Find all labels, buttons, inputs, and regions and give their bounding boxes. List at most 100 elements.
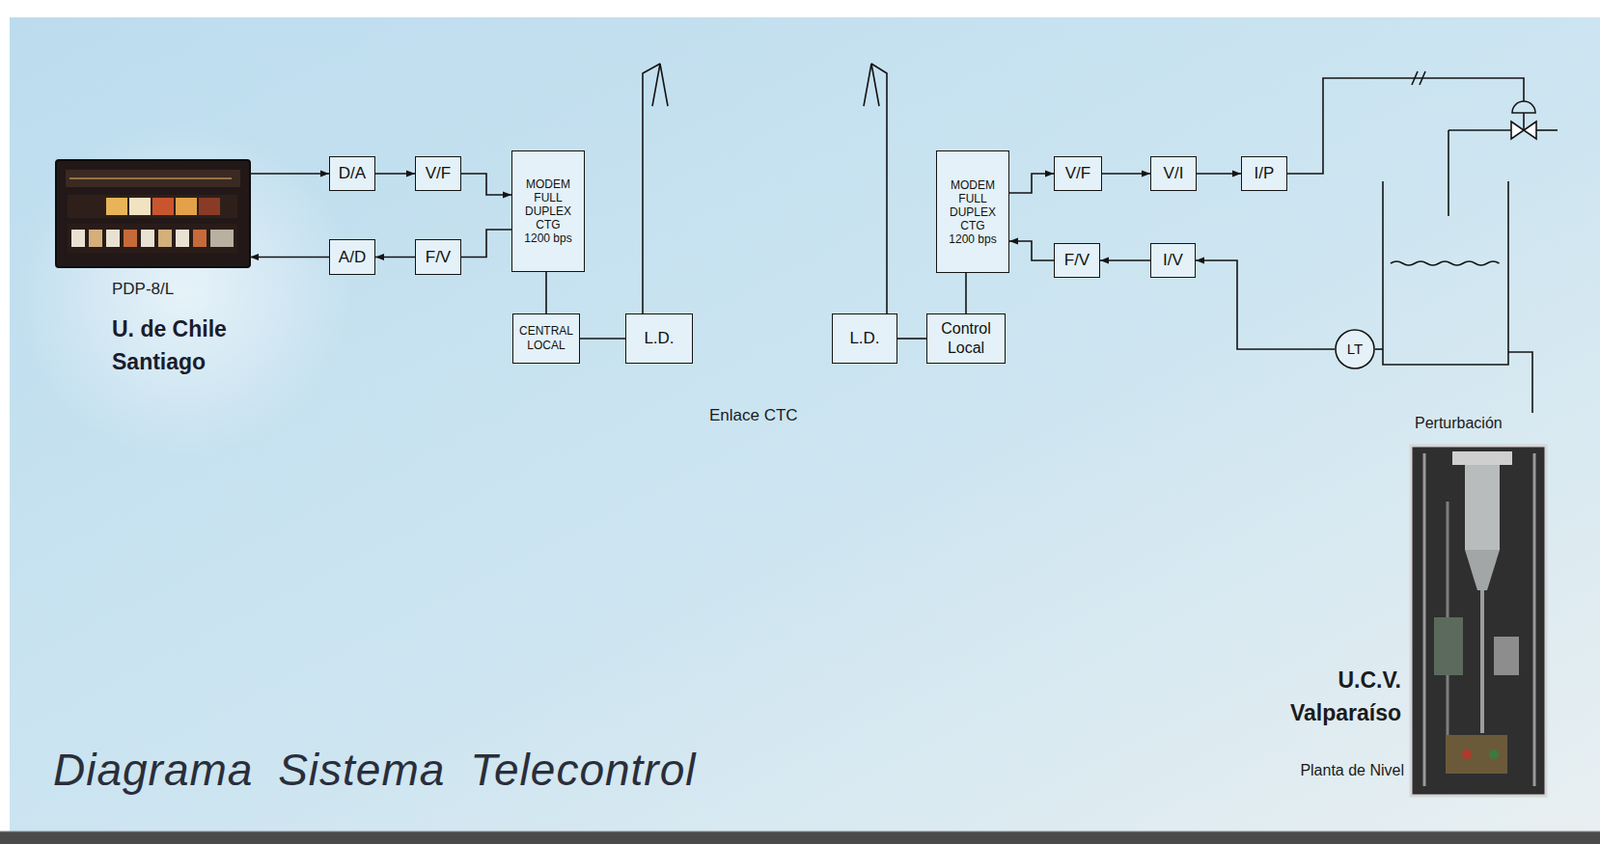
level-plant-symbols — [1287, 71, 1558, 414]
computer-light — [198, 197, 221, 216]
computer-light — [129, 197, 151, 216]
computer-light — [152, 197, 174, 216]
photo-hood — [1452, 451, 1513, 466]
converter-box: D/A — [329, 156, 376, 192]
photo-cone — [1464, 550, 1500, 591]
photo-instrument — [1493, 636, 1519, 676]
panel-ground — [9, 17, 1600, 834]
bottom-bar — [0, 831, 1600, 844]
signal-connector — [1009, 173, 1054, 194]
inlet-pipe — [1447, 130, 1450, 217]
photo-tank — [1464, 465, 1500, 551]
box-label: L.D. — [643, 329, 674, 349]
computer-switch — [71, 229, 85, 248]
transmitter-tap — [1375, 348, 1383, 351]
site-label: U.C.V. Valparaíso — [1266, 663, 1402, 730]
computer-name: PDP-8/L — [55, 279, 250, 300]
computer-switch — [193, 229, 207, 248]
photo-rack — [1423, 453, 1427, 787]
signal-connector — [897, 337, 927, 340]
signal-connector — [1195, 260, 1335, 350]
box-label: D/A — [338, 164, 366, 184]
computer-switch — [210, 229, 234, 248]
box-label: F/V — [425, 248, 451, 268]
computer-switch — [140, 229, 155, 248]
outlet-pipe — [1508, 352, 1533, 414]
computer-switch — [106, 229, 120, 248]
line-driver-box: L.D. — [831, 313, 898, 364]
box-label: F/V — [1064, 250, 1090, 271]
box-label: CENTRAL LOCAL — [517, 324, 576, 354]
box-label: V/I — [1163, 164, 1185, 184]
photo-frame — [1410, 445, 1546, 797]
circle-shape — [1335, 330, 1375, 369]
signal-connector — [375, 256, 415, 259]
signal-connector — [1100, 259, 1151, 262]
computer-switch — [158, 229, 172, 248]
box-label: I/P — [1254, 164, 1275, 184]
computer-switch-row — [67, 223, 238, 253]
converter-box: I/P — [1241, 156, 1288, 192]
modem-box: MODEM FULL DUPLEX CTG 1200 bps — [511, 150, 585, 273]
box-label: A/D — [338, 248, 366, 268]
exchange-box: CENTRAL LOCAL — [512, 313, 580, 364]
photo-base — [1445, 735, 1508, 774]
plant-photo — [1410, 445, 1546, 797]
computer-switch — [88, 229, 103, 248]
antenna-head — [863, 63, 880, 107]
box-label: L.D. — [849, 329, 880, 349]
converter-box: I/V — [1150, 243, 1196, 278]
computer-light-row — [67, 194, 238, 219]
modem-box: MODEM FULL DUPLEX CTG 1200 bps — [936, 150, 1010, 274]
computer-illustration — [55, 160, 250, 268]
converter-box: A/D — [329, 239, 376, 276]
computer-top-strip — [65, 169, 241, 188]
box-label: Control Local — [931, 319, 1001, 359]
box-label: MODEM FULL DUPLEX CTG 1200 bps — [946, 178, 999, 247]
diagram-title: Diagrama Sistema Telecontrol — [53, 747, 696, 793]
pneumatic-mark — [1411, 71, 1418, 85]
computer-light — [175, 197, 197, 216]
valve-body — [1523, 121, 1537, 139]
converter-box: V/F — [414, 156, 462, 192]
inlet-pipe — [1448, 129, 1512, 132]
box-label: LT — [1347, 340, 1363, 358]
computer-trim — [69, 177, 232, 180]
photo-valve — [1462, 749, 1472, 760]
control-box: Control Local — [926, 313, 1006, 364]
converter-box: F/V — [1053, 243, 1101, 278]
site-label: U. de Chile Santiago — [55, 312, 250, 379]
antenna-head — [652, 63, 668, 107]
converter-box: V/F — [1053, 156, 1103, 192]
valve-stem — [1522, 112, 1525, 131]
box-label: I/V — [1162, 250, 1184, 271]
antenna-mast — [871, 63, 887, 314]
valve-actuator — [1512, 101, 1536, 113]
signal-connector — [579, 337, 626, 340]
connectors — [249, 173, 1335, 350]
computer-case — [55, 160, 250, 268]
converter-box: F/V — [414, 239, 462, 276]
computer-switch — [175, 229, 190, 248]
glow — [14, 120, 353, 459]
box-label: MODEM FULL DUPLEX CTG 1200 bps — [522, 177, 575, 246]
photo-rack — [1533, 453, 1537, 787]
signal-connector — [375, 172, 415, 175]
signal-connector — [1009, 241, 1054, 261]
box-label: V/F — [1065, 164, 1091, 184]
signal-connector — [461, 173, 512, 195]
line-driver-box: L.D. — [625, 313, 693, 364]
computer-switch — [123, 229, 138, 248]
signal-connector — [1196, 172, 1242, 175]
pneumatic-mark — [1419, 71, 1426, 85]
computer-station: PDP-8/LU. de Chile Santiago — [55, 160, 250, 375]
signal-connector — [545, 272, 548, 314]
link-label: Enlace CTC — [709, 406, 799, 426]
tank-outline — [1382, 181, 1509, 365]
supply-pipe — [1536, 129, 1558, 132]
photo-valve — [1489, 749, 1499, 760]
photo-instrument — [1434, 617, 1463, 676]
signal-connector — [1102, 172, 1151, 175]
signal-connector — [249, 256, 330, 259]
